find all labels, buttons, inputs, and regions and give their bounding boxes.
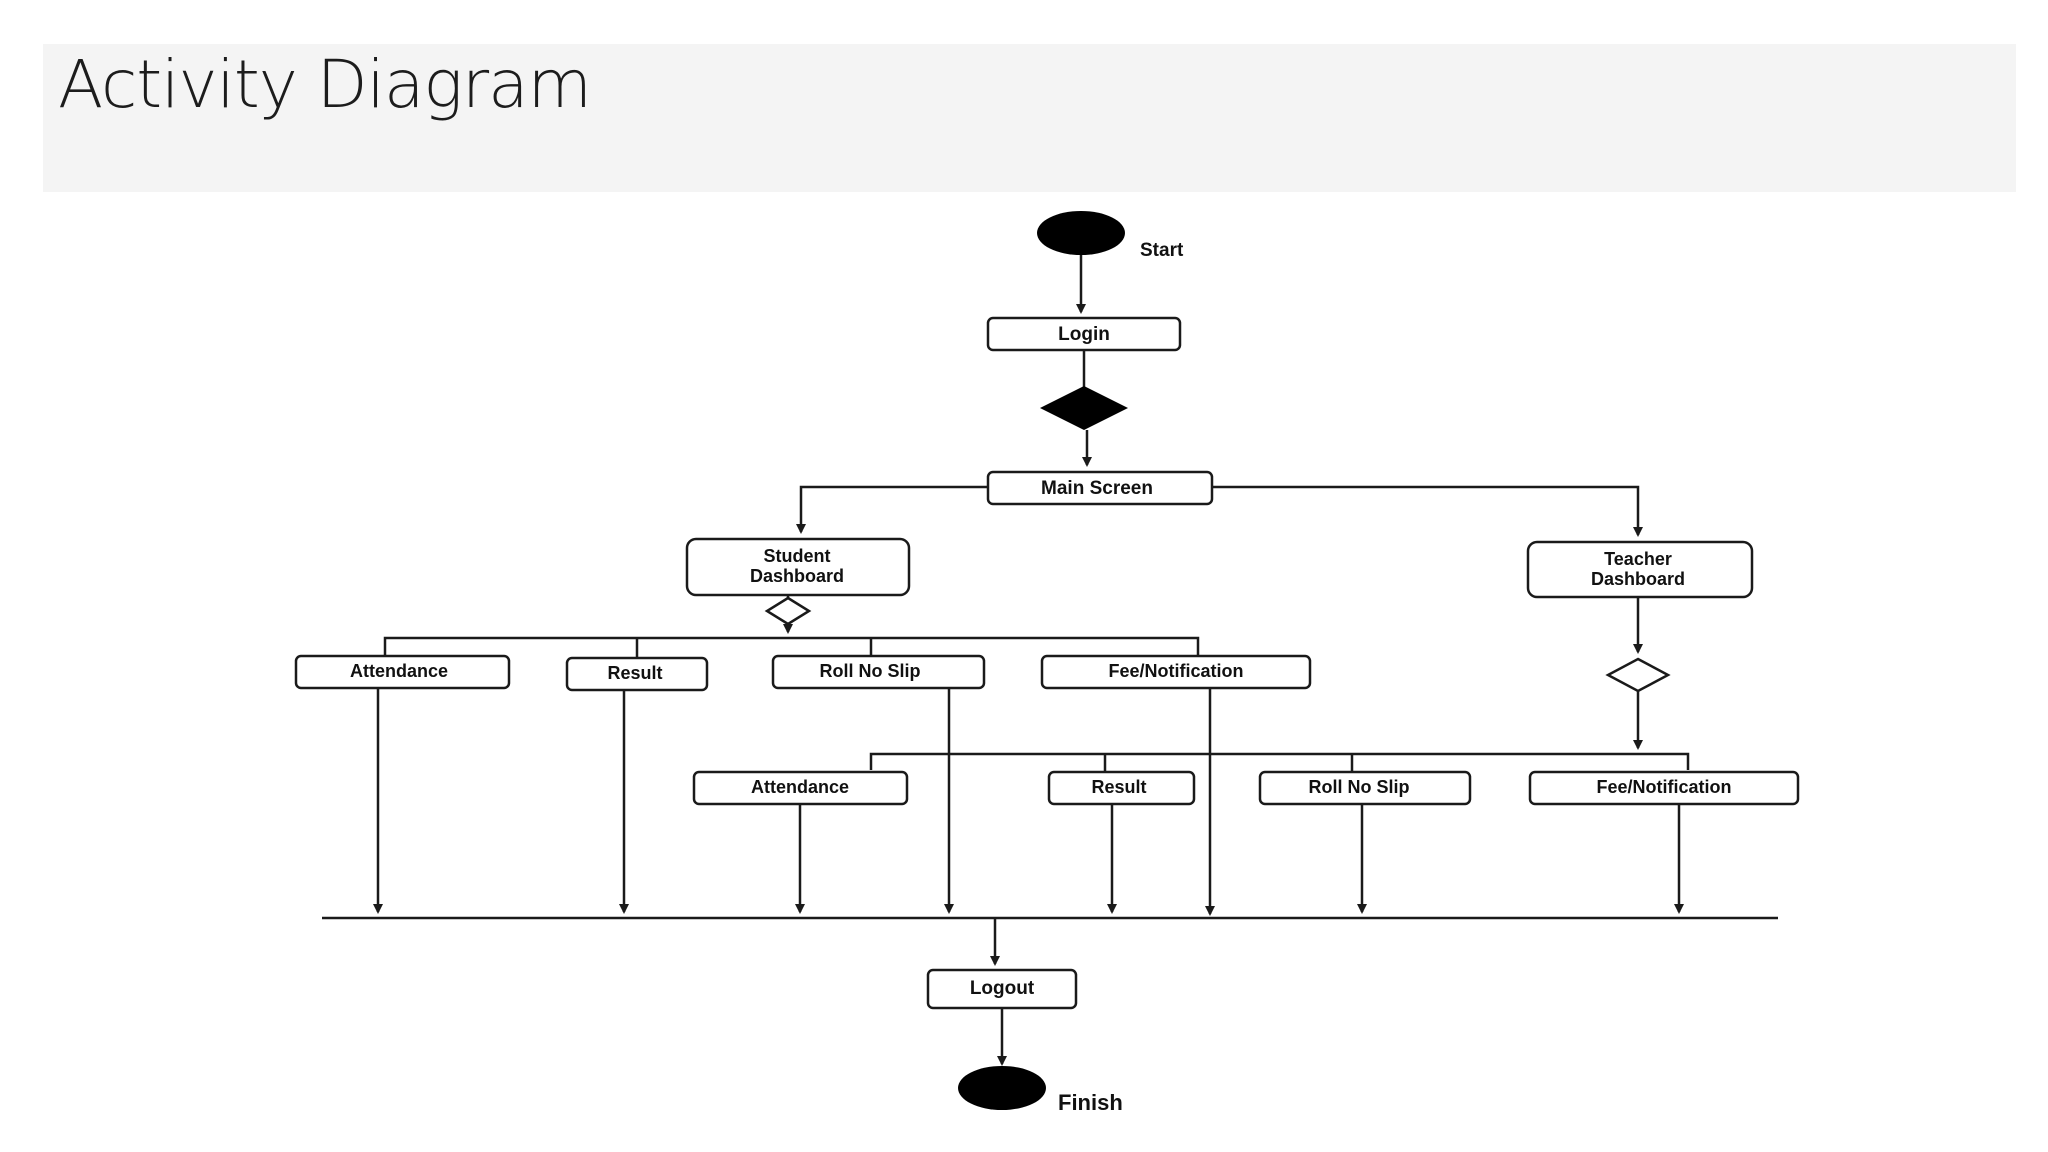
- student-dashboard-node: Student Dashboard: [685, 537, 911, 597]
- teacher-decision-node: [1605, 657, 1671, 693]
- teacher-item-result: Result: [1047, 770, 1196, 806]
- student-items: Attendance Result Roll No Slip Fee/Notif…: [294, 654, 1312, 692]
- student-dashboard-line2: Dashboard: [750, 566, 844, 586]
- teacher-branch-bar: [869, 752, 1690, 770]
- edge-main-teacher: [1212, 485, 1643, 537]
- logout-label: Logout: [970, 978, 1035, 999]
- student-decision-node: [764, 596, 812, 626]
- student-item-roll-no-slip-label: Roll No Slip: [820, 661, 921, 681]
- decision-node-filled: [1040, 386, 1128, 430]
- slide-title: Activity Diagram: [58, 46, 592, 123]
- student-item-roll-no-slip: Roll No Slip: [771, 654, 986, 690]
- finish-label: Finish: [1058, 1090, 1123, 1115]
- student-item-attendance-label: Attendance: [350, 661, 448, 681]
- main-screen-label: Main Screen: [1041, 478, 1153, 499]
- login-node: Login: [986, 316, 1182, 352]
- student-item-result-label: Result: [607, 663, 662, 683]
- teacher-item-roll-no-slip-label: Roll No Slip: [1309, 777, 1410, 797]
- teacher-item-roll-no-slip: Roll No Slip: [1258, 770, 1472, 806]
- teacher-item-fee-notification-label: Fee/Notification: [1596, 777, 1731, 797]
- teacher-item-fee-notification: Fee/Notification: [1528, 770, 1800, 806]
- main-screen-node: Main Screen: [986, 470, 1214, 506]
- student-item-result: Result: [565, 656, 709, 692]
- teacher-item-attendance: Attendance: [692, 770, 909, 806]
- teacher-dashboard-line1: Teacher: [1604, 549, 1672, 569]
- title-band: [43, 44, 2016, 192]
- student-item-attendance: Attendance: [294, 654, 511, 690]
- teacher-item-attendance-label: Attendance: [751, 777, 849, 797]
- teacher-dashboard-line2: Dashboard: [1591, 569, 1685, 589]
- start-label: Start: [1140, 240, 1184, 261]
- teacher-dashboard-node: Teacher Dashboard: [1526, 540, 1754, 599]
- student-item-fee-notification-label: Fee/Notification: [1108, 661, 1243, 681]
- student-item-fee-notification: Fee/Notification: [1040, 654, 1312, 690]
- teacher-items: Attendance Result Roll No Slip Fee/Notif…: [692, 770, 1800, 806]
- student-branch-bar: [383, 636, 1200, 655]
- logout-node: Logout: [926, 968, 1078, 1010]
- start-node: [1037, 211, 1125, 255]
- login-label: Login: [1058, 324, 1110, 345]
- edge-main-student: [796, 485, 988, 534]
- student-dashboard-line1: Student: [764, 546, 831, 566]
- finish-node: [958, 1066, 1046, 1110]
- teacher-item-result-label: Result: [1091, 777, 1146, 797]
